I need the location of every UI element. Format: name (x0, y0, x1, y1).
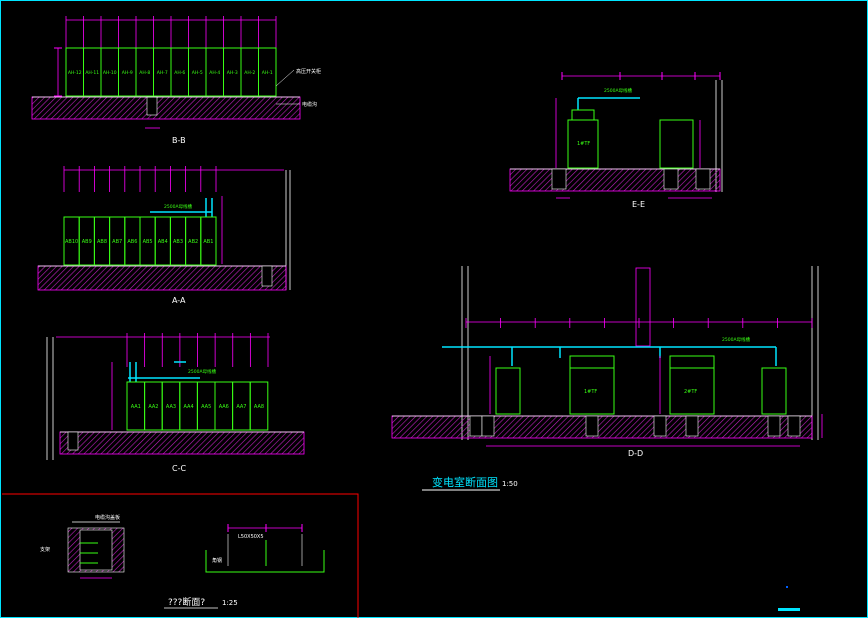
point-marker (786, 586, 788, 588)
bb-cabinet-label: AH-4 (209, 70, 220, 76)
aa-cabinet-label: AB6 (127, 239, 137, 245)
aa-cabinet-label: AB10 (65, 239, 78, 245)
bb-note-top: 高压开关柜 (296, 68, 321, 75)
section-cc: 2500A母线槽 AA1 AA2 AA3 AA4 AA5 AA6 AA7 AA8 C-C (46, 333, 305, 473)
trench-title: ???断面? (168, 596, 205, 608)
section-aa: 2500A母线槽 AB10 AB9 AB8 AB7 AB6 AB5 AB4 AB3 AB2 AB1… (37, 166, 291, 305)
bb-cabinet-label: AH-12 (68, 70, 82, 76)
bb-cabinet-label: AH-5 (192, 70, 203, 76)
aa-cabinet-label: AB1 (203, 239, 213, 245)
dd-transformer-1-label: 1#TF (584, 389, 597, 395)
cc-cabinet-label: AA5 (201, 404, 211, 410)
aa-cabinet-label: AB5 (143, 239, 153, 245)
bb-cabinet-label: AH-2 (244, 70, 255, 76)
cc-cabinet-label: AA6 (219, 404, 229, 410)
cc-cabinet-label: AA8 (254, 404, 264, 410)
cc-cabinet-label: AA2 (148, 404, 158, 410)
section-dd: 2500A母线槽 1#TF 2#TF D-D (391, 266, 823, 458)
ee-busbar-label: 2500A母线槽 (604, 87, 633, 94)
bb-cabinet-label: AH-9 (122, 70, 133, 76)
cc-cabinet (249, 381, 269, 431)
drawing-title-scale: 1:50 (502, 480, 518, 488)
aa-cabinet-label: AB8 (97, 239, 107, 245)
aa-cabinet (200, 216, 217, 266)
bb-cabinet-label: AH-7 (157, 70, 168, 76)
section-aa-label: A-A (172, 296, 186, 305)
dd-busbar-label: 2500A母线槽 (722, 336, 751, 343)
section-cc-label: C-C (172, 464, 186, 473)
dd-transformer-2-label: 2#TF (684, 389, 697, 395)
cc-busbar-label: 2500A母线槽 (188, 368, 217, 375)
trench-title-scale: 1:25 (222, 599, 238, 607)
bb-cabinet (258, 47, 277, 97)
section-bb-label: B-B (172, 136, 186, 145)
bb-note-bottom: 电缆沟 (302, 101, 317, 108)
bb-cabinet-label: AH-3 (227, 70, 238, 76)
trench-right-note: L50X50X5 (238, 534, 264, 540)
aa-cabinet-label: AB3 (173, 239, 183, 245)
aa-busbar-label: 2500A母线槽 (164, 203, 193, 210)
scale-marker (778, 608, 800, 611)
cc-cabinet-label: AA3 (166, 404, 176, 410)
section-ee: 2500A母线槽 1#TF E-E (509, 72, 723, 209)
trench-right-note2: 角钢 (212, 557, 222, 564)
bb-cabinet-label: AH-1 (262, 70, 273, 76)
aa-cabinet-label: AB9 (82, 239, 92, 245)
bb-cabinet-label: AH-10 (103, 70, 117, 76)
cc-cabinet-label: AA7 (236, 404, 246, 410)
aa-cabinet-label: AB4 (158, 239, 168, 245)
section-ee-label: E-E (632, 200, 645, 209)
aa-cabinet-label: AB7 (112, 239, 122, 245)
cc-cabinet-label: AA1 (131, 404, 141, 410)
trench-left-note2: 支架 (40, 546, 50, 553)
ee-transformer-label: 1#TF (577, 141, 590, 147)
bb-cabinet-label: AH-11 (85, 70, 99, 76)
section-dd-label: D-D (628, 449, 643, 458)
aa-cabinet-label: AB2 (188, 239, 198, 245)
cc-cabinet-label: AA4 (184, 404, 194, 410)
drawing-title: 变电室断面图 (432, 475, 498, 489)
trench-detail: 电缆沟盖板 支架 L50X50X5 角钢 ???断面? 1:25 (2, 493, 359, 618)
bb-cabinet-label: AH-6 (174, 70, 185, 76)
bb-cabinet-label: AH-8 (139, 70, 150, 76)
trench-left-note: 电缆沟盖板 (95, 514, 120, 521)
